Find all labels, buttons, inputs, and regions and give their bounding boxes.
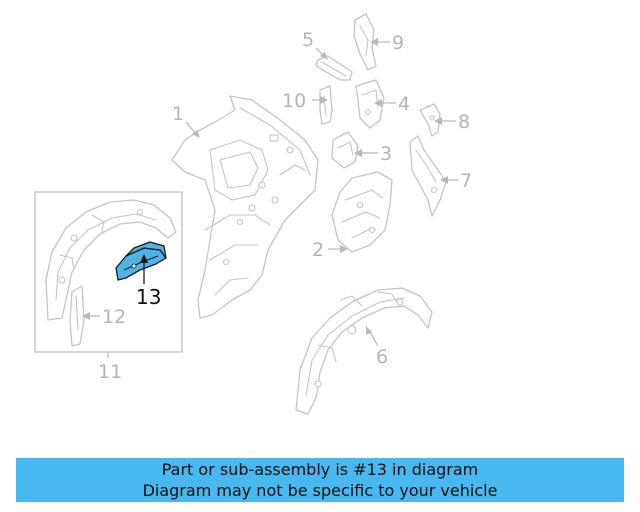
callout-6: 6	[376, 346, 388, 368]
part-10-bracket	[319, 85, 333, 125]
callout-7: 7	[460, 170, 472, 192]
callout-2: 2	[312, 239, 324, 261]
info-banner: Part or sub-assembly is #13 in diagram D…	[16, 458, 624, 502]
banner-line-2: Diagram may not be specific to your vehi…	[142, 481, 498, 500]
callout-10: 10	[282, 90, 306, 112]
callout-1: 1	[172, 103, 184, 125]
callout-9: 9	[392, 32, 404, 54]
part-4-bracket	[355, 79, 385, 129]
parts-diagram: 1 2 3 4 5 6 7 8 9 10 11 12 13	[34, 13, 472, 415]
callout-13: 13	[136, 285, 161, 309]
part-6-wheel-arch	[295, 287, 433, 415]
callout-labels: 1 2 3 4 5 6 7 8 9 10 11 12 13	[98, 29, 472, 383]
part-9-bracket	[353, 13, 377, 71]
callout-3: 3	[380, 143, 392, 165]
part-3-bracket	[331, 131, 359, 169]
callout-5: 5	[302, 29, 314, 51]
part-2-plate	[331, 171, 393, 253]
callout-8: 8	[458, 111, 470, 133]
part-8-bracket	[419, 103, 441, 137]
callout-4: 4	[398, 93, 410, 115]
detail-box-11	[34, 191, 183, 353]
callout-11: 11	[98, 361, 122, 383]
leader-lines	[82, 38, 458, 358]
callout-12: 12	[102, 306, 126, 328]
banner-line-1: Part or sub-assembly is #13 in diagram	[161, 460, 479, 479]
part-7-long-bracket	[409, 135, 447, 217]
part-1-quarter-panel	[171, 95, 319, 319]
part-13-highlighted	[115, 241, 167, 281]
part-5-strip	[315, 55, 353, 81]
